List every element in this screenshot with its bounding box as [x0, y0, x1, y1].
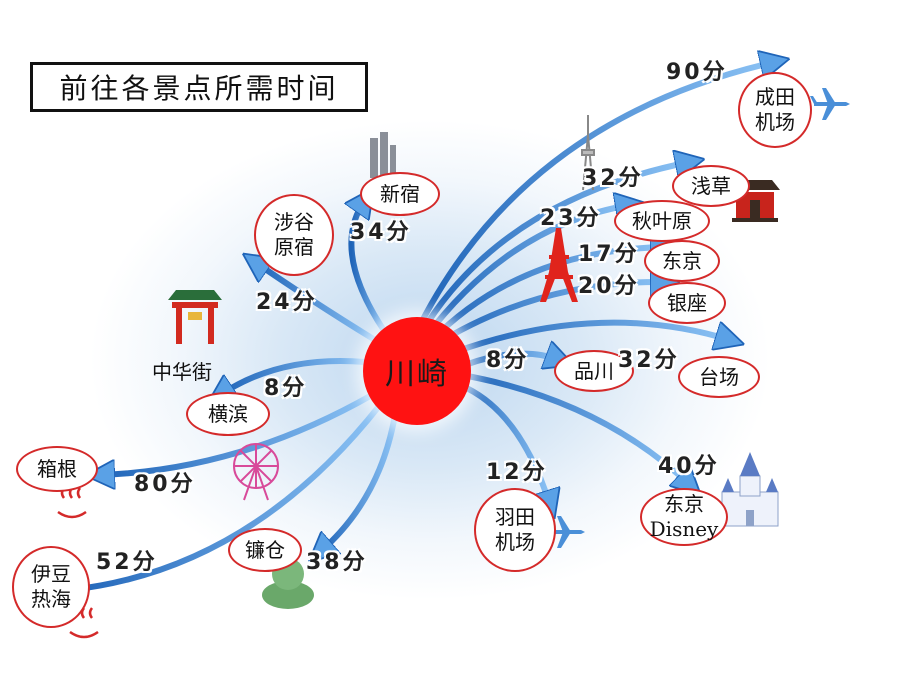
arrow-akihabara: [422, 205, 630, 341]
castle-icon: [721, 452, 779, 527]
destination-ginza: 银座: [648, 282, 726, 324]
destination-izu: 伊豆 热海: [12, 546, 90, 628]
arrow-narita: [412, 62, 775, 338]
destination-asakusa: 浅草: [672, 165, 750, 207]
time-tokyo: 17分: [578, 242, 640, 267]
destination-odaiba: 台场: [678, 356, 760, 398]
hot-spring-icon: [57, 487, 87, 519]
destination-shinjuku: 新宿: [360, 172, 440, 216]
destination-disney: 东京 Disney: [640, 488, 728, 546]
tower-icon: [540, 228, 578, 302]
time-kamakura: 38分: [306, 550, 368, 575]
plane-icon: [810, 88, 850, 120]
page-title: 前往各景点所需时间: [30, 62, 368, 112]
time-shinagawa: 8分: [486, 348, 530, 373]
destination-shinagawa: 品川: [554, 350, 634, 392]
time-hakone: 80分: [134, 472, 196, 497]
time-disney: 40分: [658, 454, 720, 479]
time-ginza: 20分: [578, 274, 640, 299]
arrow-tokyo: [427, 247, 665, 345]
time-akihabara: 23分: [540, 206, 602, 231]
time-odaiba: 32分: [618, 348, 680, 373]
arrow-shibuya: [255, 262, 378, 343]
time-haneda: 12分: [486, 460, 548, 485]
time-izu: 52分: [96, 550, 158, 575]
hub-kawasaki: 川崎: [363, 317, 471, 425]
skyscraper-icon: [370, 132, 396, 178]
arrow-disney: [459, 372, 690, 485]
time-shibuya: 24分: [256, 290, 318, 315]
destination-hakone: 箱根: [16, 446, 98, 492]
destination-kamakura: 镰仓: [228, 528, 302, 572]
destination-chinatown: 中华街: [152, 360, 212, 384]
ferris-wheel-icon: [233, 443, 279, 501]
arrow-kamakura: [320, 412, 398, 552]
skytree-icon: [581, 115, 595, 191]
time-narita: 90分: [666, 60, 728, 85]
time-yokohama: 8分: [264, 376, 308, 401]
destination-shibuya: 涉谷 原宿: [254, 194, 334, 276]
destination-narita: 成田 机场: [738, 72, 812, 148]
arrow-asakusa: [417, 162, 690, 338]
destination-haneda: 羽田 机场: [474, 488, 556, 572]
destination-akihabara: 秋叶原: [614, 200, 710, 242]
arrow-odaiba: [452, 319, 730, 355]
time-shinjuku: 34分: [350, 220, 412, 245]
chinatown-gate-icon: [168, 290, 222, 344]
arrow-shinjuku: [351, 200, 388, 335]
arrow-yokohama: [220, 357, 368, 395]
arrow-shinagawa: [462, 354, 560, 365]
destination-tokyo: 东京: [644, 240, 720, 282]
destination-yokohama: 横滨: [186, 392, 270, 436]
arrow-haneda: [457, 382, 550, 505]
time-asakusa: 32分: [582, 166, 644, 191]
